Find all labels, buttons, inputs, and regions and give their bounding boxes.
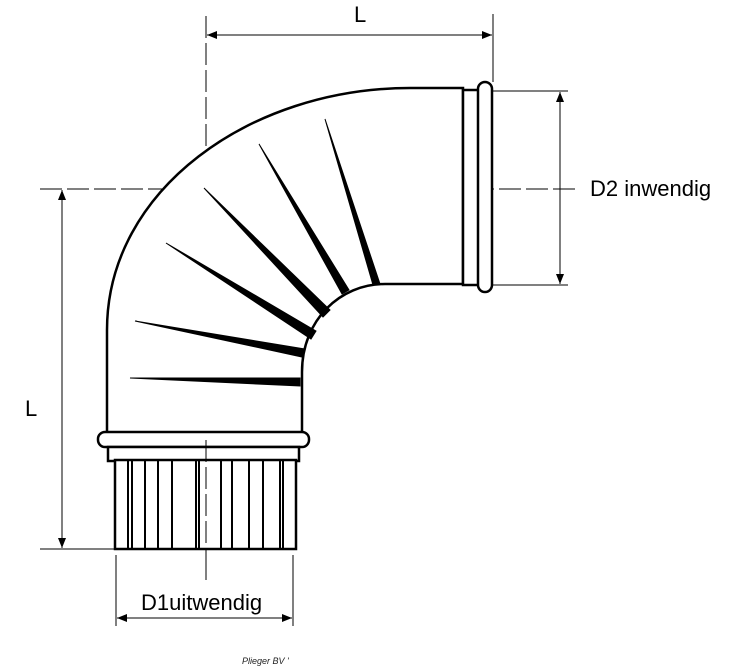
top-length-label: L [354,2,367,27]
left-length-label: L [25,396,38,421]
d2-label: D2 inwendig [590,176,712,201]
right-collar [461,88,481,287]
d1-label: D1uitwendig [141,590,263,615]
bottom-ring [96,430,311,449]
elbow-body [96,80,494,551]
credit-text: Plieger BV ' [242,656,289,666]
right-ring [476,80,494,294]
